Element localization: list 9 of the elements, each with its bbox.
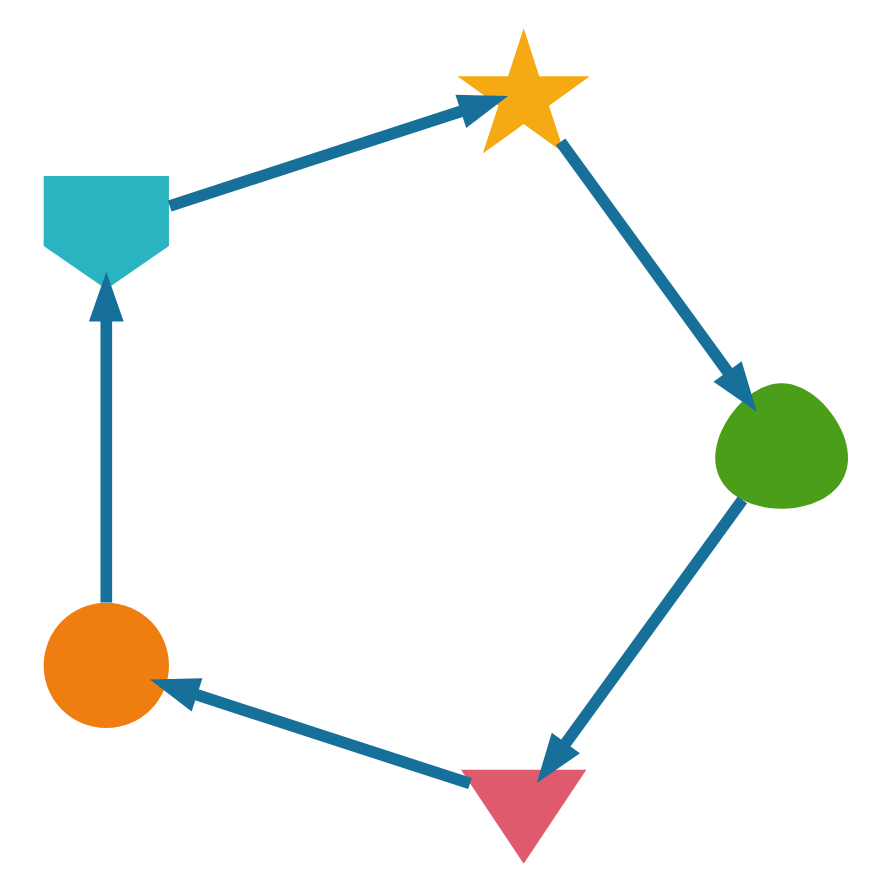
arrow [554,138,756,412]
node-sun [42,602,168,729]
arrow [148,678,471,790]
node-heart [460,769,586,864]
arrow [87,271,123,603]
arrow [166,94,508,212]
node-leaf [714,383,847,509]
node-bird [42,175,168,290]
arrow [535,496,747,784]
